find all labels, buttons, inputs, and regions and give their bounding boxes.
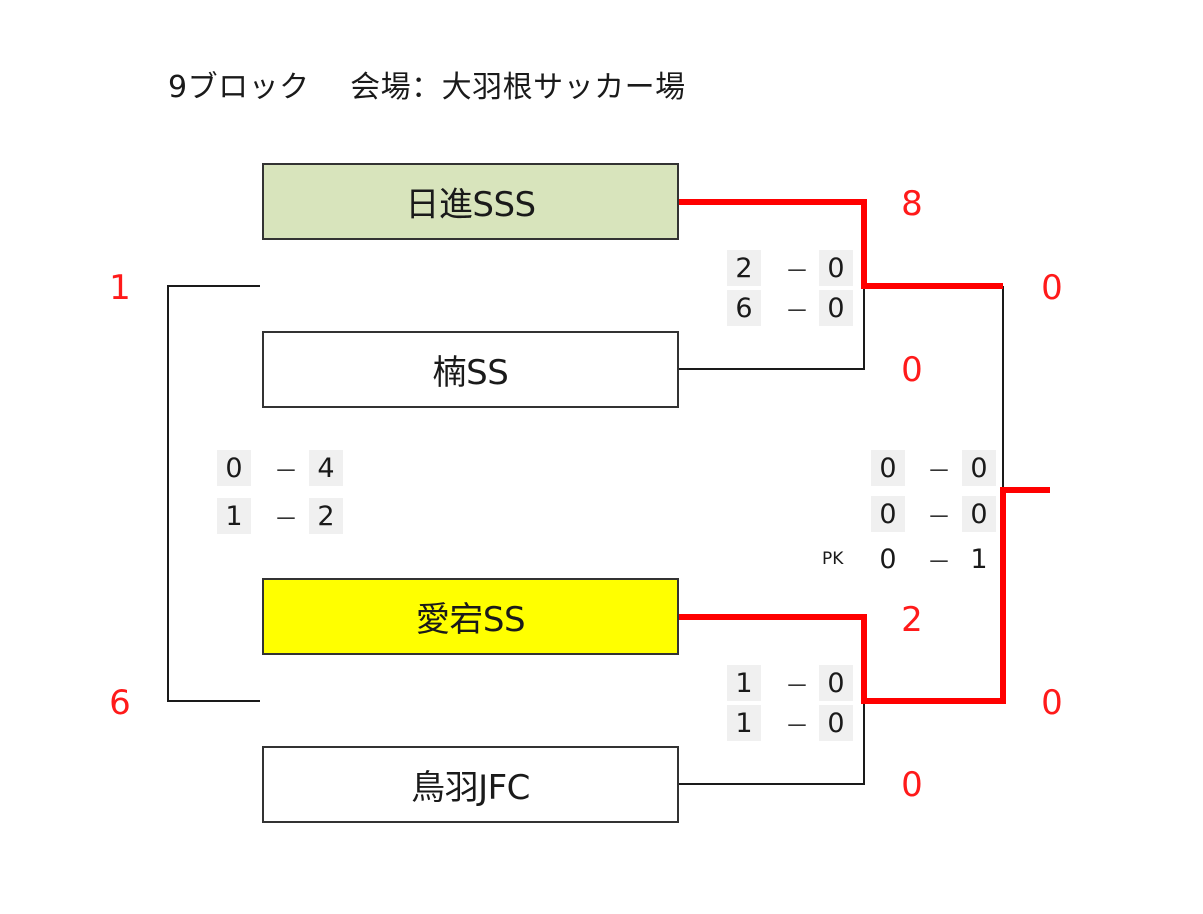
team-box-1: 日進SSS [262,163,679,240]
match1-half2-away: 0 [819,290,853,326]
match1-half1-dash: － [785,256,809,285]
points-left-top: 1 [109,268,131,308]
match2-half2-home: 1 [727,705,761,741]
team-box-4: 鳥羽JFC [262,746,679,823]
team-name-1: 日進SSS [405,185,536,225]
points-left-bottom: 6 [109,683,131,723]
line-winner-match2 [679,487,1050,704]
line-winner-match1 [679,199,1003,289]
final-half2-home: 0 [871,496,905,532]
match2-half2-away: 0 [819,705,853,741]
match2-half1-home: 1 [727,665,761,701]
final-half1-home: 0 [871,450,905,486]
block-title: 9ブロック 会場：大羽根サッカー場 [168,70,686,105]
final-pk-home: 0 [879,543,897,575]
team-box-2: 楠SS [262,331,679,408]
left-half2-home: 1 [217,498,251,534]
match2-half1-away: 0 [819,665,853,701]
team-box-3: 愛宕SS [262,578,679,655]
match2-half2-dash: － [785,711,809,740]
points-team1: 8 [901,184,923,224]
match1-half1-away: 0 [819,250,853,286]
line-team2-match1 [679,286,865,370]
team-name-4: 鳥羽JFC [411,768,530,808]
points-right-top: 0 [1041,268,1063,308]
points-team2: 0 [901,350,923,390]
left-half2-dash: － [274,504,298,533]
final-half2-away: 0 [962,496,996,532]
match2-half1-dash: － [785,671,809,700]
team-name-2: 楠SS [432,353,509,393]
match1-half2-dash: － [785,296,809,325]
left-half1-dash: － [274,456,298,485]
match1-half2-home: 6 [727,290,761,326]
match1-half1-home: 2 [727,250,761,286]
final-half2-dash: － [927,502,951,531]
left-half1-away: 4 [309,450,343,486]
final-half1-away: 0 [962,450,996,486]
points-right-bottom: 0 [1041,683,1063,723]
left-half2-away: 2 [309,498,343,534]
team-name-3: 愛宕SS [415,600,526,640]
left-half1-home: 0 [217,450,251,486]
final-half1-dash: － [927,456,951,485]
line-team4-match2 [679,701,865,785]
points-team4: 0 [901,765,923,805]
final-pk-label: PK [822,549,844,569]
final-pk-away: 1 [970,543,988,575]
points-team3: 2 [901,600,923,640]
line-left-bracket [167,285,260,702]
final-pk-dash: － [927,547,951,576]
